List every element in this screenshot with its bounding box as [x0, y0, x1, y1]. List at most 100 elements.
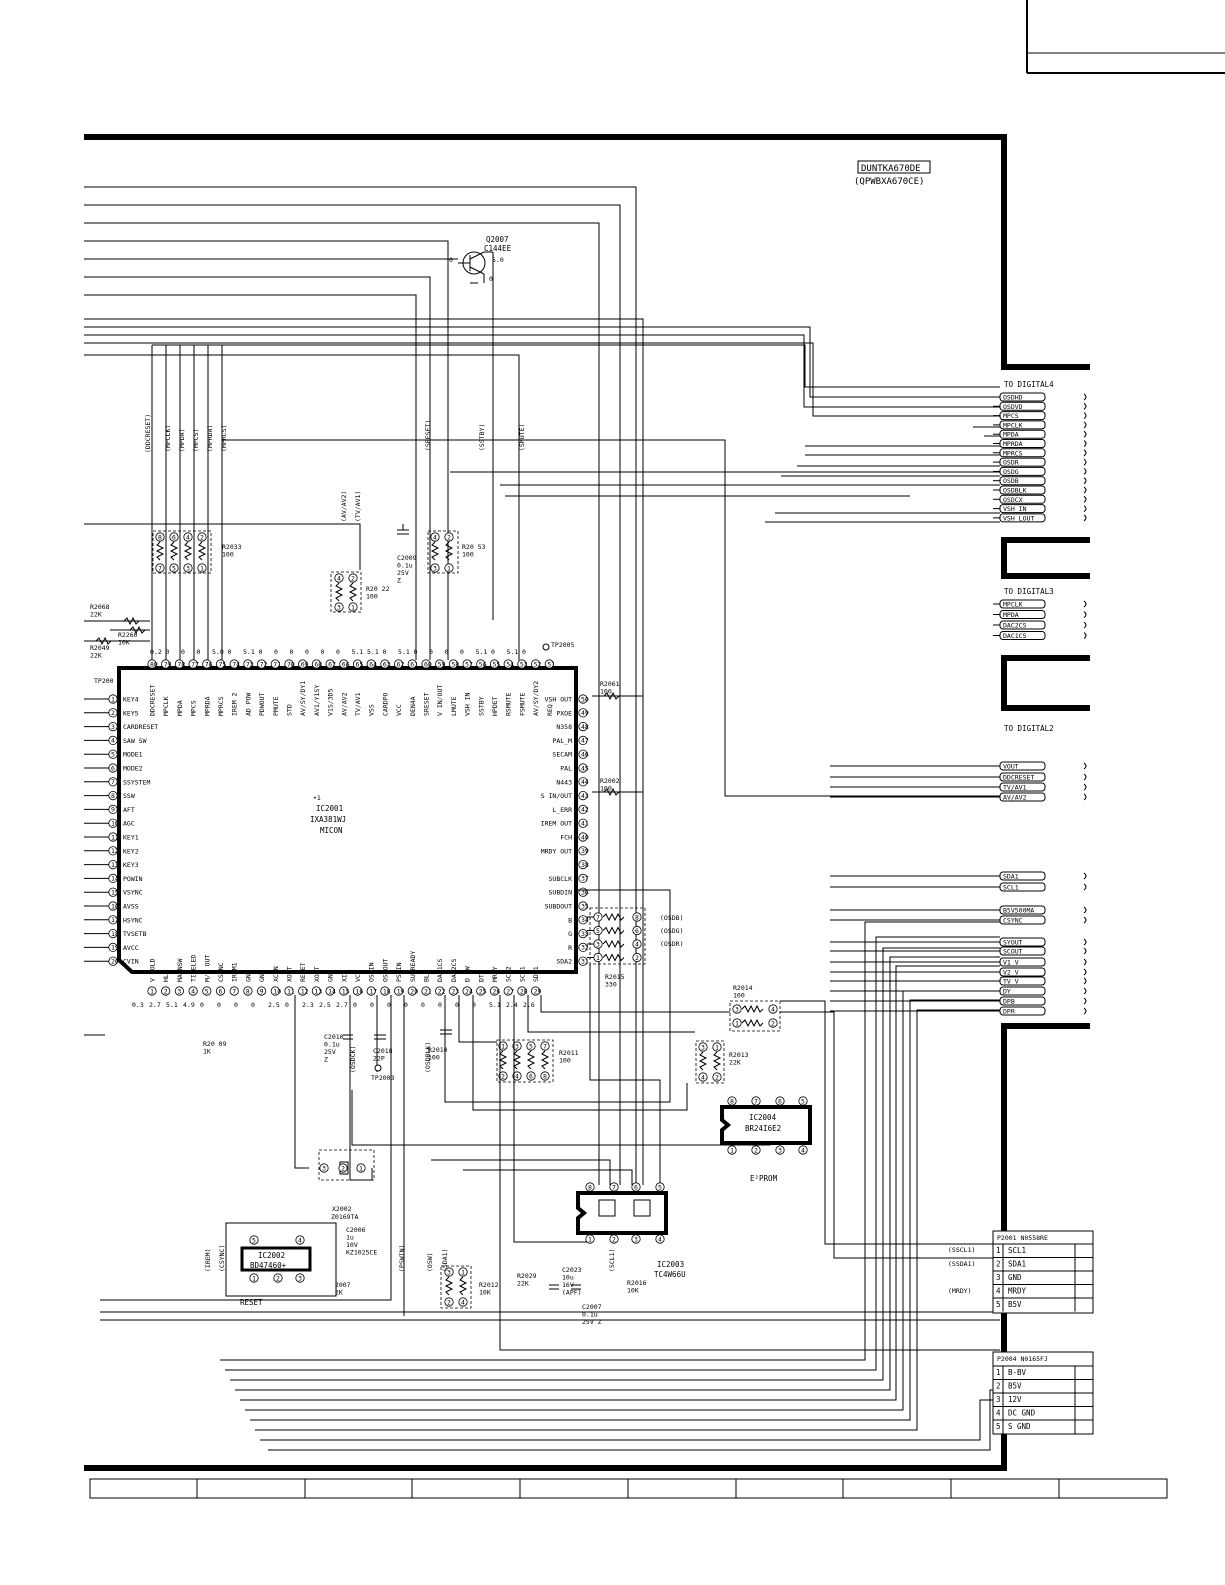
rarray-pin — [348, 602, 358, 612]
micon-right-pin — [578, 928, 588, 939]
voltage-bottom: 0 — [472, 1001, 476, 1009]
signal-tag — [999, 504, 1046, 514]
micon-top-pin — [215, 659, 226, 669]
rarray-pin-num: 5 — [172, 564, 176, 572]
signal-tag — [999, 782, 1046, 792]
voltage-top: 0 — [460, 648, 464, 656]
rarray-res — [512, 1050, 522, 1070]
micon-left-pin-num: 15 — [111, 889, 119, 897]
net-label: (SSDA1) — [948, 1260, 975, 1268]
pin-top-7: AD POW — [244, 692, 252, 716]
micon-right-pin — [578, 708, 588, 718]
rarray-pin-num: 3 — [186, 564, 190, 572]
ic2002-pin-num: 2 — [276, 1274, 280, 1282]
pin-top-24: SSTBY — [477, 696, 485, 716]
pin-right-8: L_ERR — [552, 806, 572, 814]
micon-left-pin — [108, 694, 118, 704]
net-label: (OSDCK) — [349, 1046, 357, 1073]
signal-osdg: OSDG — [1003, 468, 1019, 476]
micon-bottom-pin-num: 23 — [451, 987, 459, 995]
q2007-part: C144EE — [484, 244, 512, 253]
rarray-pin-num: 3 — [337, 603, 341, 611]
signal-tag — [999, 392, 1046, 402]
voltage-bottom: 0 — [421, 1001, 425, 1009]
x2002-pin — [356, 1163, 366, 1173]
pin-right-14: SUBDIN — [549, 889, 573, 897]
micon-bottom-pin-num: 27 — [506, 987, 514, 995]
r2014-pin-num: 4 — [771, 1005, 775, 1013]
signal-tag — [999, 494, 1046, 504]
ic2002-pin — [249, 1235, 259, 1245]
rarray-pin — [334, 573, 344, 583]
voltage-bottom: 0 — [251, 1001, 255, 1009]
ic2002-part: BD47460+ — [250, 1261, 287, 1270]
micon-left-pin-num: 14 — [111, 875, 119, 883]
micon-left-pin-num: 1 — [111, 695, 115, 703]
micon-bottom-pin — [243, 986, 253, 996]
to-digital2-title: TO DIGITAL2 — [1004, 724, 1054, 733]
board-name: DUNTKA670DE — [861, 164, 921, 174]
ic2004-pin — [751, 1145, 761, 1155]
voltage-top: 5.1 — [398, 648, 410, 656]
micon-bottom-pin-num: 16 — [356, 987, 364, 995]
micon-left-pin — [108, 832, 118, 842]
pin-bottom-10: XOUT — [286, 966, 294, 982]
pin-bottom-27: SCL1 — [518, 966, 526, 982]
micon-top-pin — [380, 659, 390, 669]
micon-top-pin-num: 73 — [246, 660, 254, 668]
rarray-pin — [498, 1041, 508, 1051]
micon-top-pin-num: 65 — [356, 660, 364, 668]
micon-bottom-pin — [476, 986, 486, 996]
rarray-pin-num: 2 — [715, 1073, 719, 1081]
micon-left-pin — [108, 749, 118, 759]
micon-bottom-pin — [215, 986, 226, 996]
micon-right-pin — [578, 901, 588, 911]
micon-bottom-pin-num: 22 — [438, 987, 446, 995]
ic2002-pin — [273, 1273, 283, 1283]
pin-right-13: SUBCLK — [549, 875, 573, 883]
micon-top-pin-num: 62 — [397, 660, 405, 668]
signal-tag — [999, 957, 1046, 967]
rarray-pin-num: 3 — [701, 1043, 705, 1051]
micon-bottom-pin-num: 9 — [260, 987, 264, 995]
micon-right-pin-num: 39 — [581, 847, 589, 855]
micon-left-pin-num: 5 — [111, 751, 115, 759]
micon-right-pin-num: 50 — [581, 695, 589, 703]
conn-pin-name: B5V — [1008, 1382, 1022, 1391]
p2004-title: P2004 N0165FJ — [997, 1355, 1048, 1363]
rarray-pin — [334, 602, 344, 612]
sig-cont — [1083, 938, 1087, 946]
voltage-bottom: 0 — [404, 1001, 408, 1009]
micon-left-pin-num: 10 — [111, 820, 119, 828]
micon-bottom-pin — [380, 986, 390, 996]
r2014-pin — [768, 1018, 778, 1028]
micon-bottom-wires — [100, 889, 1000, 1451]
micon-top-pin-num: 56 — [479, 660, 487, 668]
signal-mpda: MPDA — [1003, 611, 1019, 619]
signal-mpclk: MPCLK — [1003, 601, 1023, 609]
rarray-pin — [712, 1042, 722, 1052]
r2014-pin-num: 3 — [735, 1005, 739, 1013]
net-label: (OSDB) — [660, 914, 683, 922]
conn-pin-name: GND — [1008, 1273, 1022, 1282]
pin-top-3: MPCS — [190, 700, 198, 716]
signal-tag — [999, 439, 1046, 448]
pin-top-0: DDCRESET — [149, 685, 157, 716]
pin-top-14: AV/AV2 — [340, 692, 348, 716]
pin-bottom-11: RESET — [299, 962, 307, 982]
board-part: (QPWBXA670CE) — [854, 177, 924, 187]
pin-bottom-19: SUBREADY — [409, 951, 417, 982]
ic2004-label: E²PROM — [750, 1174, 778, 1183]
voltage-top: 0 — [445, 648, 449, 656]
micon-left-pin-num: 6 — [111, 764, 115, 772]
ic2003-pin — [609, 1182, 619, 1192]
micon-right-pin-num: 38 — [581, 861, 589, 869]
micon-bottom-pin-num: 14 — [328, 987, 336, 995]
net-label: (IREM) — [204, 1249, 212, 1272]
